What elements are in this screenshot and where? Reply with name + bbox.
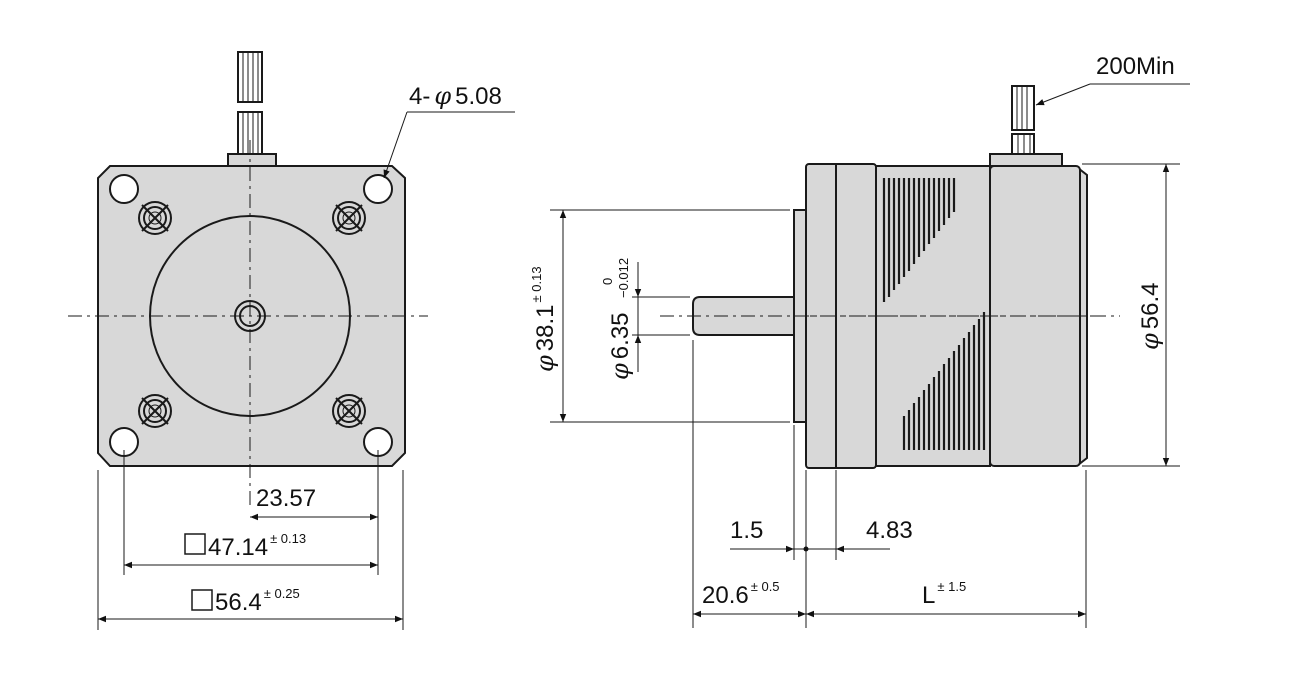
dim-flange-size: 56.4± 0.25	[215, 586, 300, 616]
dim-shaft-length: 20.6± 0.5	[702, 579, 780, 609]
cable-outlet-side	[989, 153, 1063, 167]
dim-body-length: L± 1.5	[922, 579, 966, 609]
dim-hole-pitch: 47.14± 0.13	[208, 531, 306, 561]
dim-shaft-lower-tol: −0.012	[616, 258, 631, 298]
winding-hatch-lower	[902, 312, 986, 450]
winding-hatch-upper	[882, 178, 956, 302]
lead-wires-front	[237, 51, 263, 155]
side-view: 200Min φ38.1± 0.13 φ6.35 0 −0.012 φ56.4	[529, 53, 1190, 628]
square-symbol-icon	[184, 533, 206, 555]
square-symbol-icon	[191, 589, 213, 611]
dim-shaft-diameter: φ6.35	[606, 312, 634, 380]
dimension-point	[803, 546, 809, 552]
dim-pilot-diameter: φ38.1± 0.13	[529, 266, 559, 372]
dim-body-diameter: φ56.4	[1136, 282, 1164, 350]
screw-heads	[138, 201, 366, 428]
dim-half-pitch: 23.57	[256, 485, 316, 512]
dim-shaft-upper-tol: 0	[600, 278, 615, 285]
dim-pilot-depth: 1.5	[730, 517, 763, 544]
mounting-holes	[109, 174, 393, 457]
dim-lead-length: 200Min	[1096, 53, 1175, 80]
dim-flange-thickness: 4.83	[866, 517, 913, 544]
cable-outlet	[227, 153, 277, 167]
lead-wires-side	[1011, 85, 1035, 155]
